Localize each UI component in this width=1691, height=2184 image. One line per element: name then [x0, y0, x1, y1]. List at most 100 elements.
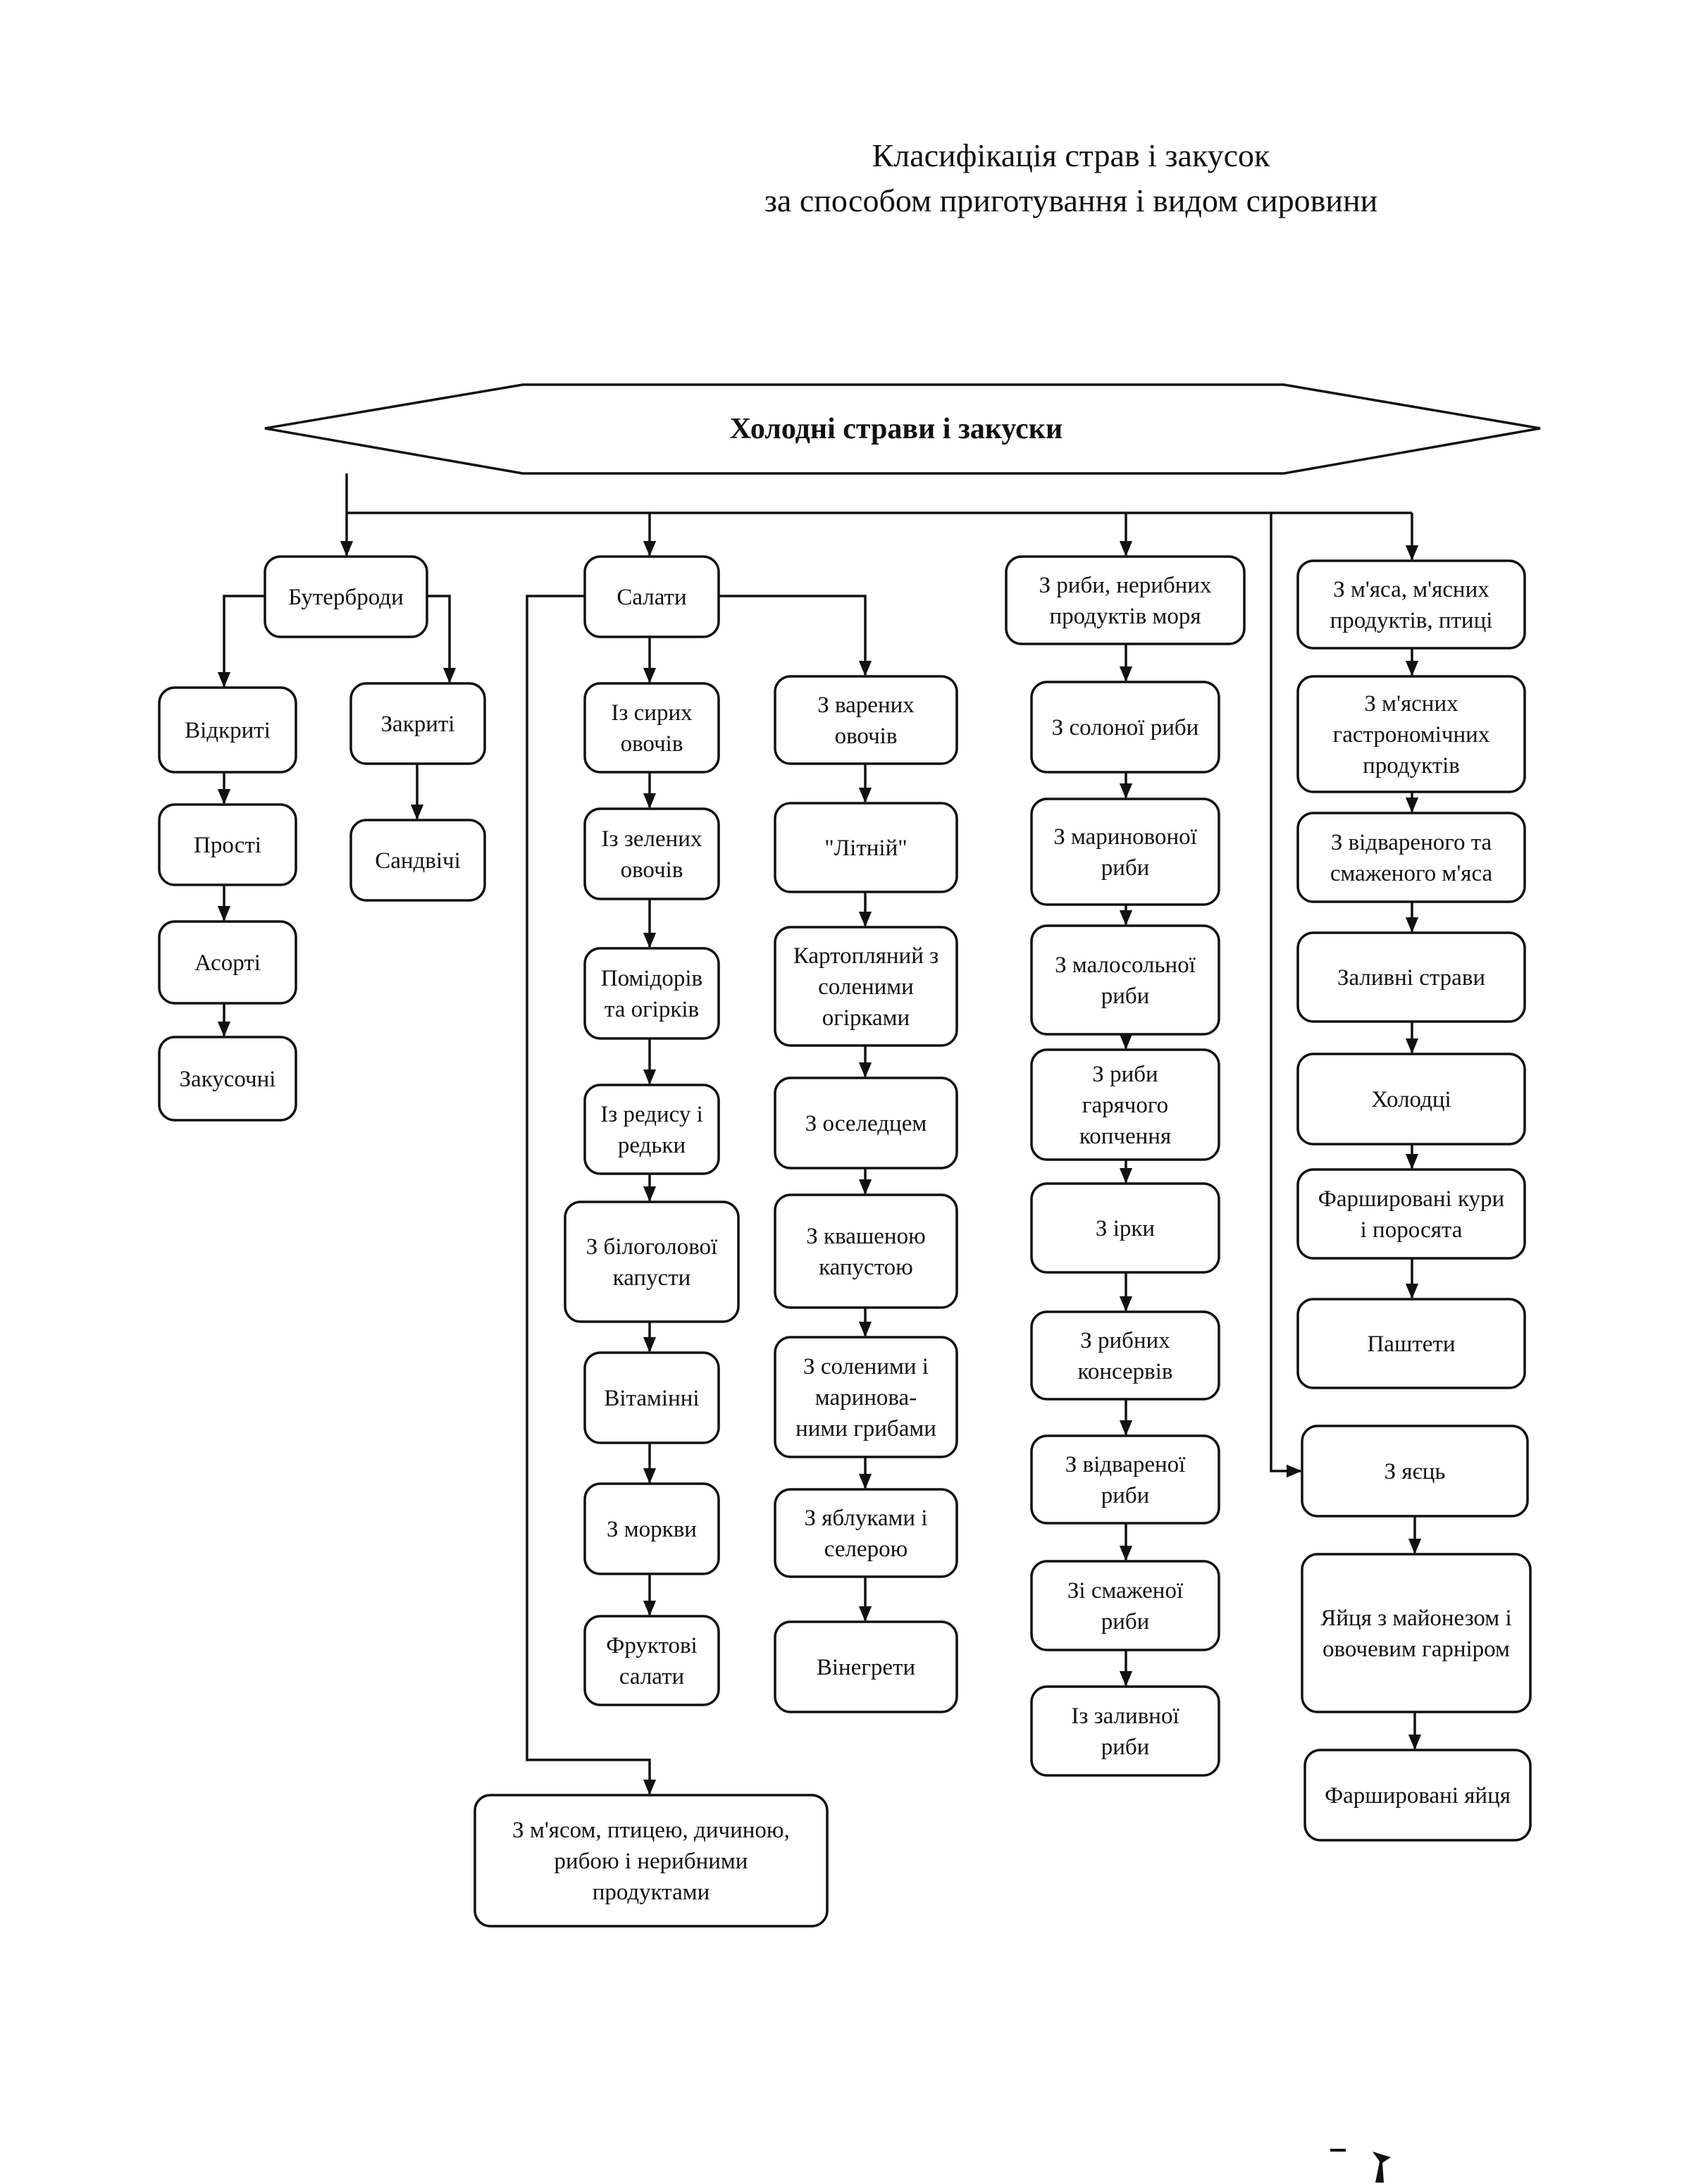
node-buterbrody: Бутерброди	[264, 555, 428, 638]
node-box	[1296, 675, 1526, 793]
node-litniy: "Літній"	[774, 802, 958, 893]
node-box	[583, 1615, 720, 1706]
node-morkva: З моркви	[583, 1482, 720, 1575]
node-label-line: овочевим гарніром	[1323, 1637, 1510, 1662]
node-label-line: "Літній"	[824, 836, 907, 861]
node-label-line: Салати	[617, 585, 686, 610]
root-node: Холодні страви і закуски	[264, 383, 1541, 475]
node-box	[583, 682, 720, 774]
node-pashtety: Паштети	[1296, 1298, 1526, 1389]
node-box	[264, 555, 428, 638]
node-label-line: З м'ясних	[1364, 691, 1458, 716]
node-label-line: Помідорів	[601, 966, 702, 991]
node-box	[158, 920, 297, 1005]
node-label-line: З м'яса, м'ясних	[1333, 577, 1489, 602]
node-label-line: овочів	[621, 857, 683, 883]
node-label-line: Із редису і	[600, 1102, 703, 1127]
node-box	[1005, 555, 1246, 645]
node-label-line: копчення	[1079, 1124, 1171, 1149]
node-box	[1296, 1053, 1526, 1146]
node-yaytsya-mayonez: Яйця з майонезом і овочевим гарніром	[1301, 1553, 1532, 1713]
node-box	[1301, 1553, 1532, 1713]
node-box	[158, 803, 297, 886]
node-box	[1030, 924, 1220, 1036]
node-label-line: Прості	[194, 833, 261, 858]
arrow-connector	[217, 595, 265, 688]
arrow-connector	[427, 595, 457, 683]
node-box	[1303, 1749, 1532, 1842]
node-label-line: З моркви	[607, 1517, 697, 1542]
node-box	[774, 1077, 958, 1169]
node-box	[583, 1482, 720, 1575]
node-label-line: З риби, нерибних	[1039, 573, 1212, 598]
node-label-line: З яблуками і	[804, 1506, 927, 1531]
node-farshyrovani-yaytsya: Фаршировані яйця	[1303, 1749, 1532, 1842]
node-label-line: риби	[1101, 855, 1150, 881]
node-box	[583, 807, 720, 900]
node-label-line: З малосольної	[1055, 953, 1196, 978]
node-box	[1296, 812, 1526, 903]
node-label-line: Із зелених	[602, 826, 702, 852]
scan-mark-bottom-right	[1330, 2149, 1391, 2183]
node-box	[158, 1036, 297, 1122]
node-label-line: Вітамінні	[604, 1386, 699, 1411]
node-label-line: продуктів моря	[1049, 604, 1201, 629]
node-zeleni: Із зелених овочів	[583, 807, 720, 900]
node-box	[774, 1620, 958, 1713]
node-label-line: капусти	[613, 1265, 691, 1291]
node-label-line: З квашеною	[806, 1224, 925, 1249]
node-label-line: Із сирих	[611, 700, 693, 726]
node-label-line: гастрономічних	[1333, 722, 1490, 747]
node-vidkryti: Відкриті	[158, 686, 297, 774]
node-label-line: Яйця з майонезом і	[1320, 1606, 1511, 1631]
node-box	[564, 1200, 740, 1323]
node-yaytsya: З яєць	[1301, 1425, 1529, 1518]
node-label-line: продуктів	[1363, 753, 1460, 778]
node-label-line: Фаршировані яйця	[1325, 1783, 1511, 1808]
node-label-line: і поросята	[1361, 1217, 1463, 1243]
node-yabluka: З яблуками і селерою	[774, 1488, 958, 1578]
node-label-line: З білоголової	[586, 1234, 718, 1260]
node-label-line: З оселедцем	[805, 1111, 927, 1136]
diagram-title-line-1: Класифікація страв і закусок	[872, 137, 1270, 173]
node-box	[1030, 1182, 1220, 1274]
node-label-line: смаженого м'яса	[1330, 861, 1493, 886]
node-box	[583, 947, 720, 1040]
node-label-line: З відвареного та	[1331, 830, 1492, 855]
node-label-line: гарячого	[1082, 1093, 1168, 1118]
node-label-line: Бутерброди	[288, 585, 404, 610]
node-label-line: ними грибами	[795, 1416, 936, 1441]
node-label-line: Зі смаженої	[1067, 1578, 1184, 1603]
node-label-line: З відвареної	[1065, 1452, 1186, 1477]
node-label-line: Закусочні	[180, 1067, 276, 1092]
node-label-line: З мариновоної	[1053, 824, 1197, 850]
node-label-line: салати	[619, 1664, 684, 1689]
nodes: БутербродиВідкритіПростіАсортіЗакусочніЗ…	[158, 555, 1532, 1928]
node-label-line: Вінегрети	[817, 1655, 915, 1680]
node-label-line: Фаршировані кури	[1318, 1186, 1504, 1212]
node-marynovana: З мариновоної риби	[1030, 798, 1220, 906]
node-label-line: огірками	[822, 1005, 910, 1031]
node-label-line: З рибних	[1080, 1328, 1170, 1353]
node-prosti: Прості	[158, 803, 297, 886]
node-label-line: овочів	[835, 724, 898, 749]
node-box	[1030, 798, 1220, 906]
node-myaso-salat: З м'ясом, птицею, дичиною,рибою і нерибн…	[473, 1794, 829, 1928]
node-label-line: З соленими і	[803, 1354, 929, 1379]
node-farshyrovani-kury: Фаршировані кури і поросята	[1296, 1168, 1526, 1260]
node-kholodtsi: Холодці	[1296, 1053, 1526, 1146]
node-label-line: З риби	[1092, 1062, 1158, 1087]
node-box	[349, 819, 486, 902]
arrow-connector	[526, 595, 657, 1795]
node-label-line: Заливні страви	[1337, 965, 1485, 991]
node-label-line: селерою	[824, 1537, 908, 1562]
